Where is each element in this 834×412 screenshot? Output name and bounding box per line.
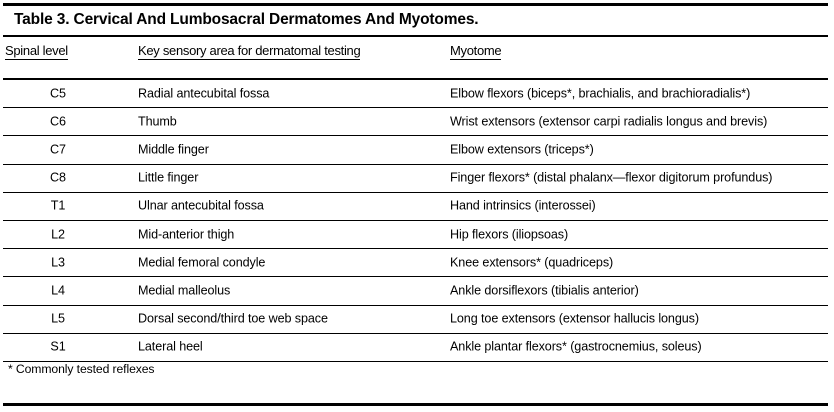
header-separator-rule: [3, 78, 828, 80]
cell-myotome: Wrist extensors (extensor carpi radialis…: [450, 114, 768, 129]
cell-sensory-area: Ulnar antecubital fossa: [138, 199, 264, 214]
cell-myotome: Ankle plantar flexors* (gastrocnemius, s…: [450, 340, 702, 355]
cell-myotome: Elbow extensors (triceps*): [450, 142, 594, 157]
cell-myotome: Ankle dorsiflexors (tibialis anterior): [450, 283, 639, 298]
table-row: L3 Medial femoral condyle Knee extensors…: [3, 249, 828, 278]
cell-myotome: Hip flexors (iliopsoas): [450, 227, 569, 242]
cell-myotome: Finger flexors* (distal phalanx—flexor d…: [450, 170, 773, 185]
cell-myotome: Elbow flexors (biceps*, brachialis, and …: [450, 86, 751, 101]
cell-spinal-level: C7: [50, 142, 66, 157]
table-body: C5 Radial antecubital fossa Elbow flexor…: [0, 80, 834, 362]
cell-spinal-level: L2: [51, 227, 65, 242]
table-row: T1 Ulnar antecubital fossa Hand intrinsi…: [3, 193, 828, 221]
table-bottom-rule: [3, 403, 828, 406]
cell-myotome: Knee extensors* (quadriceps): [450, 255, 614, 270]
cell-spinal-level: C6: [50, 114, 66, 129]
cell-sensory-area: Thumb: [138, 114, 177, 129]
table-title-band: Table 3. Cervical And Lumbosacral Dermat…: [0, 6, 834, 34]
cell-sensory-area: Dorsal second/third toe web space: [138, 311, 328, 326]
table-row: C7 Middle finger Elbow extensors (tricep…: [3, 136, 828, 165]
column-header-myotome: Myotome: [450, 43, 502, 60]
table-row: C6 Thumb Wrist extensors (extensor carpi…: [3, 108, 828, 137]
column-header-spinal-level: Spinal level: [5, 43, 68, 60]
table-row: C5 Radial antecubital fossa Elbow flexor…: [3, 80, 828, 109]
table-row: C8 Little finger Finger flexors* (distal…: [3, 165, 828, 193]
cell-spinal-level: S1: [50, 340, 66, 355]
cell-sensory-area: Medial malleolus: [138, 283, 231, 298]
table-row: L2 Mid-anterior thigh Hip flexors (iliop…: [3, 221, 828, 250]
table-footnote: * Commonly tested reflexes: [8, 362, 155, 376]
title-separator-rule: [3, 35, 828, 37]
table-row: S1 Lateral heel Ankle plantar flexors* (…: [3, 334, 828, 362]
cell-spinal-level: C5: [50, 86, 66, 101]
cell-myotome: Hand intrinsics (interossei): [450, 199, 596, 214]
cell-sensory-area: Little finger: [138, 170, 199, 185]
cell-spinal-level: L3: [51, 255, 65, 270]
table-header-row: Spinal level Key sensory area for dermat…: [0, 40, 834, 68]
column-header-key-sensory-area: Key sensory area for dermatomal testing: [138, 43, 361, 60]
cell-sensory-area: Middle finger: [138, 142, 209, 157]
cell-spinal-level: T1: [50, 199, 66, 214]
cell-myotome: Long toe extensors (extensor hallucis lo…: [450, 311, 699, 326]
cell-spinal-level: L5: [51, 311, 65, 326]
cell-sensory-area: Lateral heel: [138, 340, 203, 355]
table-title: Table 3. Cervical And Lumbosacral Dermat…: [14, 11, 479, 28]
cell-spinal-level: L4: [51, 283, 65, 298]
table-row: L4 Medial malleolus Ankle dorsiflexors (…: [3, 277, 828, 306]
table-top-rule: [3, 3, 828, 6]
cell-sensory-area: Radial antecubital fossa: [138, 86, 270, 101]
cell-sensory-area: Medial femoral condyle: [138, 255, 266, 270]
cell-spinal-level: C8: [50, 170, 66, 185]
cell-sensory-area: Mid-anterior thigh: [138, 227, 235, 242]
table-footnote-zone: * Commonly tested reflexes: [0, 354, 834, 402]
table-row: L5 Dorsal second/third toe web space Lon…: [3, 306, 828, 334]
